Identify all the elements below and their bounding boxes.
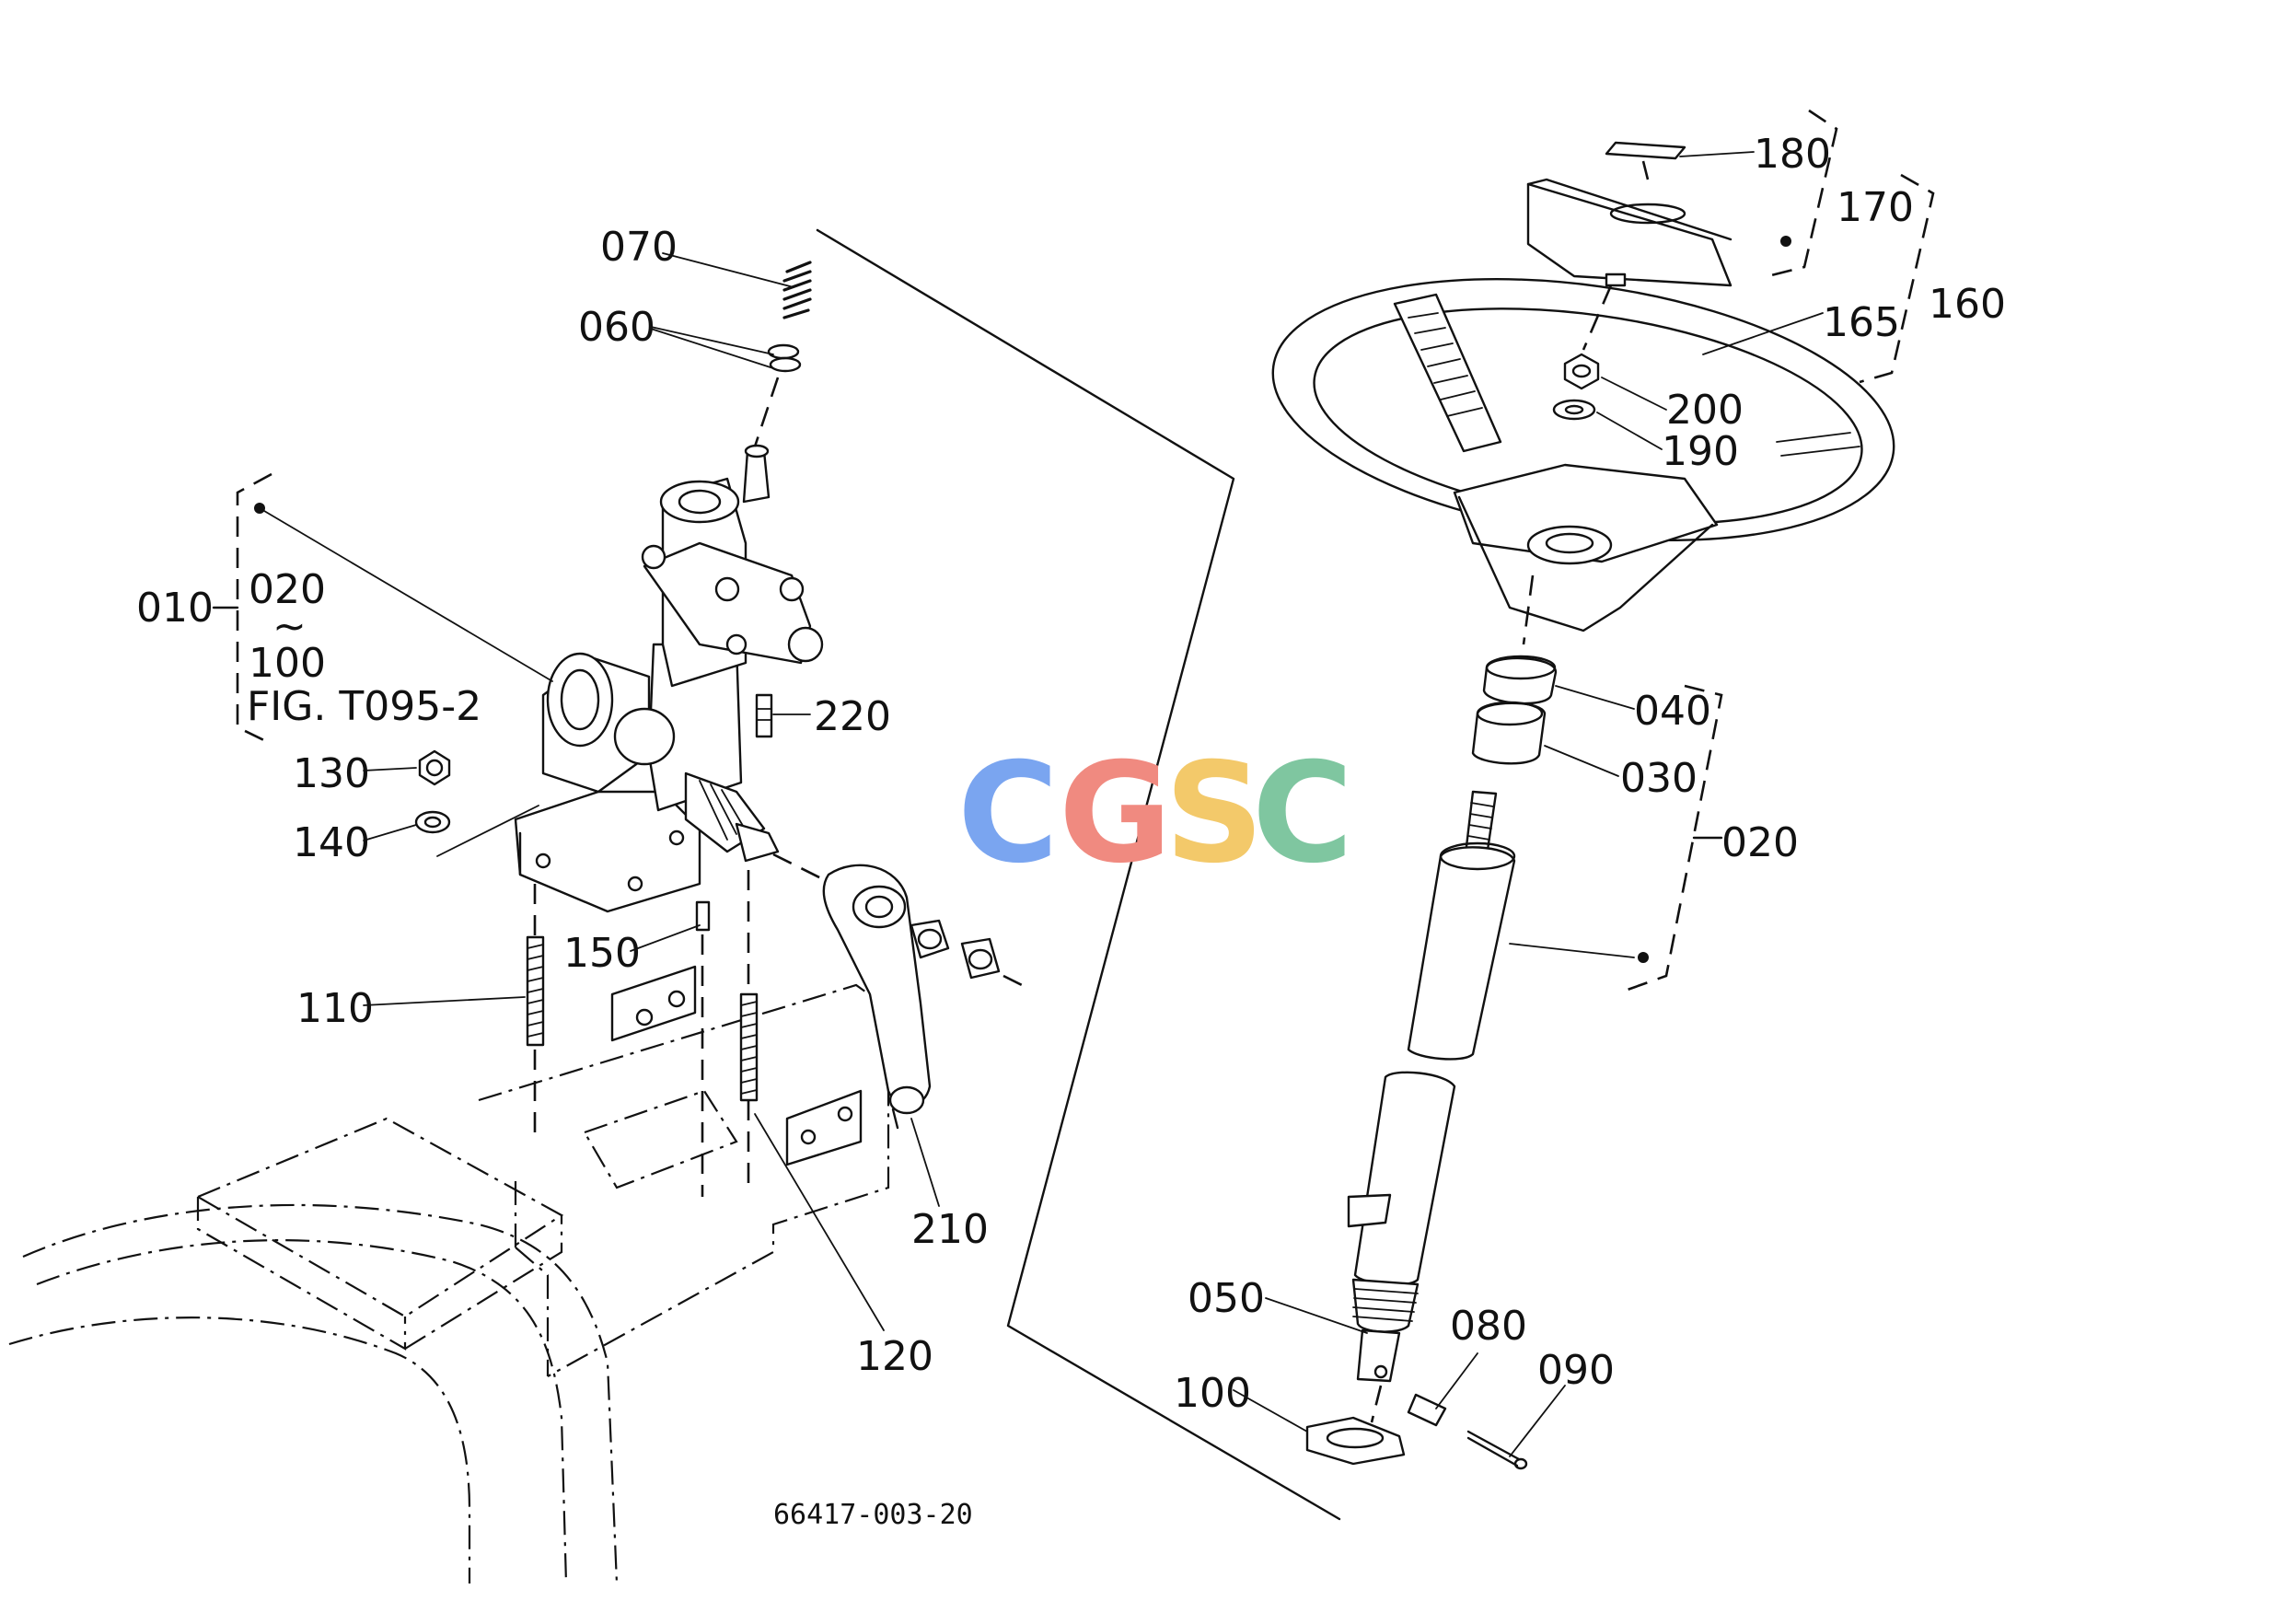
nut-130-washer-140 [414,749,539,857]
label-150: 150 [563,930,641,977]
studs [526,870,759,1197]
label-020-column: 020 [1721,819,1799,866]
label-090: 090 [1537,1347,1615,1394]
exploded-view-frame [816,228,1341,1521]
horn-cap [1526,141,1791,351]
label-190: 190 [1662,428,1739,475]
pitman-arm [772,853,1023,1130]
label-080: 080 [1450,1303,1527,1350]
group-brackets [212,109,1935,992]
label-165: 165 [1823,299,1900,346]
label-210: 210 [911,1206,989,1253]
watermark-letter-c1: C [957,734,1059,894]
label-020-range-mark: ~ [272,603,307,650]
nut-200-washer-190 [1552,353,1600,421]
label-030: 030 [1620,755,1698,802]
label-020-range-end: 100 [249,640,326,687]
steering-wheel [1271,277,1895,632]
label-110: 110 [296,985,374,1032]
label-020-range-start: 020 [249,566,326,613]
watermark-letter-c2: C [1252,734,1353,894]
label-060: 060 [578,304,655,351]
label-120: 120 [856,1333,933,1380]
label-070: 070 [600,224,678,271]
watermark-letter-s: S [1165,734,1264,894]
label-050: 050 [1188,1275,1265,1322]
label-040: 040 [1634,688,1711,735]
watermark-letter-g: G [1059,734,1172,894]
label-010: 010 [136,585,214,632]
label-180: 180 [1754,131,1831,178]
label-fig-ref: FIG. T095-2 [247,683,481,730]
label-140: 140 [293,819,370,866]
label-130: 130 [293,750,370,797]
cgsc-watermark: C G S C [957,734,1353,894]
pins-and-nut [1305,1393,1528,1470]
tractor-body-outline [8,983,890,1584]
leader-lines [363,151,1824,1457]
label-100: 100 [1174,1370,1251,1417]
label-200: 200 [1666,387,1744,434]
steering-column [1347,574,1649,1423]
part-labels: 010 020 ~ 100 FIG. T095-2 070 060 220 13… [136,131,2006,1531]
label-160: 160 [1929,281,2006,328]
drawing-number: 66417-003-20 [773,1499,973,1531]
support-brackets [610,965,863,1166]
label-170: 170 [1837,184,1914,231]
label-220: 220 [814,693,891,740]
steering-gearbox [254,261,824,913]
